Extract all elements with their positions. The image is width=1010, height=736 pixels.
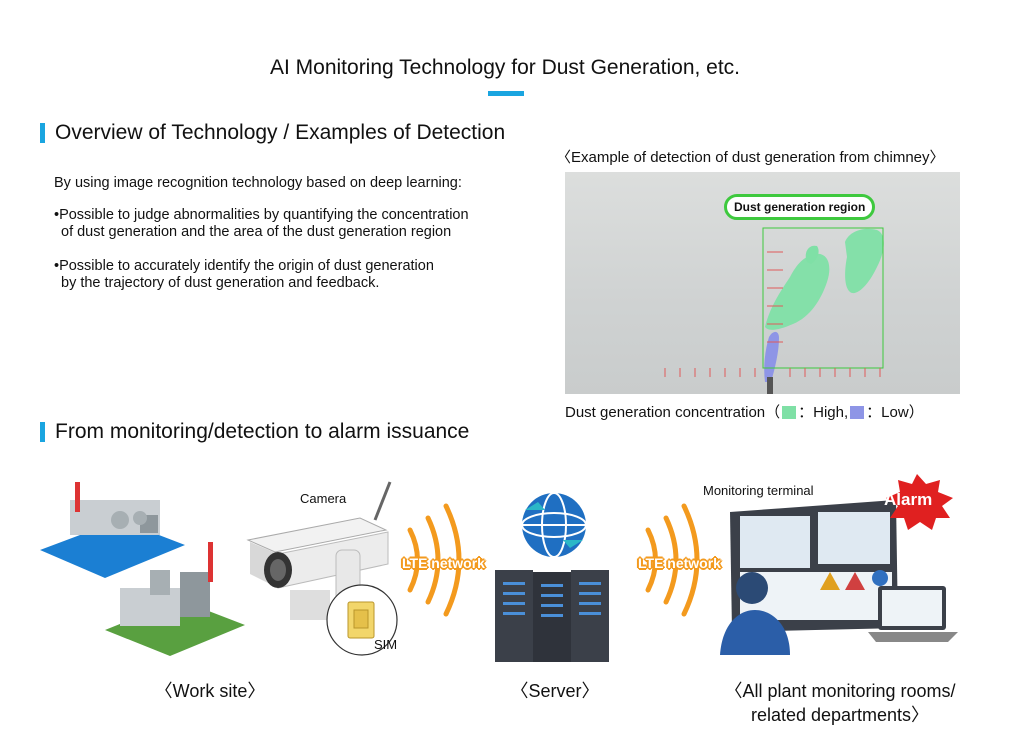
rooms-caption-line-2: related departments〉	[750, 705, 930, 725]
section-heading-alarm: From monitoring/detection to alarm issua…	[40, 420, 469, 444]
alarm-label: Alarm	[884, 490, 933, 509]
server-icon	[495, 492, 609, 662]
bullet-1-line-2: of dust generation and the area of the d…	[61, 224, 452, 240]
monitoring-terminal-icon	[720, 500, 958, 655]
server-caption: 〈Server〉	[510, 681, 600, 701]
section-heading-text: Overview of Technology / Examples of Det…	[55, 121, 506, 144]
detection-overlay	[664, 227, 884, 394]
heading-marker	[40, 123, 45, 143]
monitoring-terminal-label: Monitoring terminal	[703, 483, 814, 498]
bullet-2-line-2: by the trajectory of dust generation and…	[61, 275, 380, 291]
camera-icon	[246, 481, 398, 656]
intro-text: By using image recognition technology ba…	[54, 175, 462, 191]
work-site-icon	[40, 482, 245, 656]
concentration-legend: Dust generation concentration（ ：High, ：Low…	[565, 401, 924, 422]
heading-marker	[40, 422, 45, 442]
lte-network-label-right: LTE network	[638, 555, 721, 571]
section-heading-text: From monitoring/detection to alarm issua…	[55, 420, 470, 443]
low-label: ：Low）	[866, 404, 924, 421]
rooms-caption-line-1: 〈All plant monitoring rooms/	[724, 681, 956, 701]
bullet-2-line-1: •Possible to accurately identify the ori…	[54, 258, 434, 274]
signal-waves-left	[407, 503, 462, 617]
sim-label: SIM	[374, 637, 398, 652]
work-site-caption: 〈Work site〉	[154, 681, 266, 701]
low-swatch	[850, 406, 865, 419]
flow-illustration	[40, 474, 958, 662]
title-underline	[488, 91, 524, 96]
camera-label: Camera	[300, 491, 347, 506]
high-label: ：High,	[798, 404, 849, 421]
high-swatch	[782, 406, 797, 419]
dust-region-callout: Dust generation region	[724, 194, 876, 220]
signal-waves-right	[645, 503, 700, 617]
example-caption: 〈Example of detection of dust generation…	[556, 149, 945, 166]
alarm-burst-icon	[886, 474, 953, 530]
page-title: AI Monitoring Technology for Dust Genera…	[269, 56, 741, 79]
section-heading-overview: Overview of Technology / Examples of Det…	[40, 121, 505, 145]
bullet-1-line-1: •Possible to judge abnormalities by quan…	[54, 207, 469, 223]
lte-network-label-left: LTE network	[402, 555, 485, 571]
concentration-prefix: Dust generation concentration（	[565, 404, 781, 421]
